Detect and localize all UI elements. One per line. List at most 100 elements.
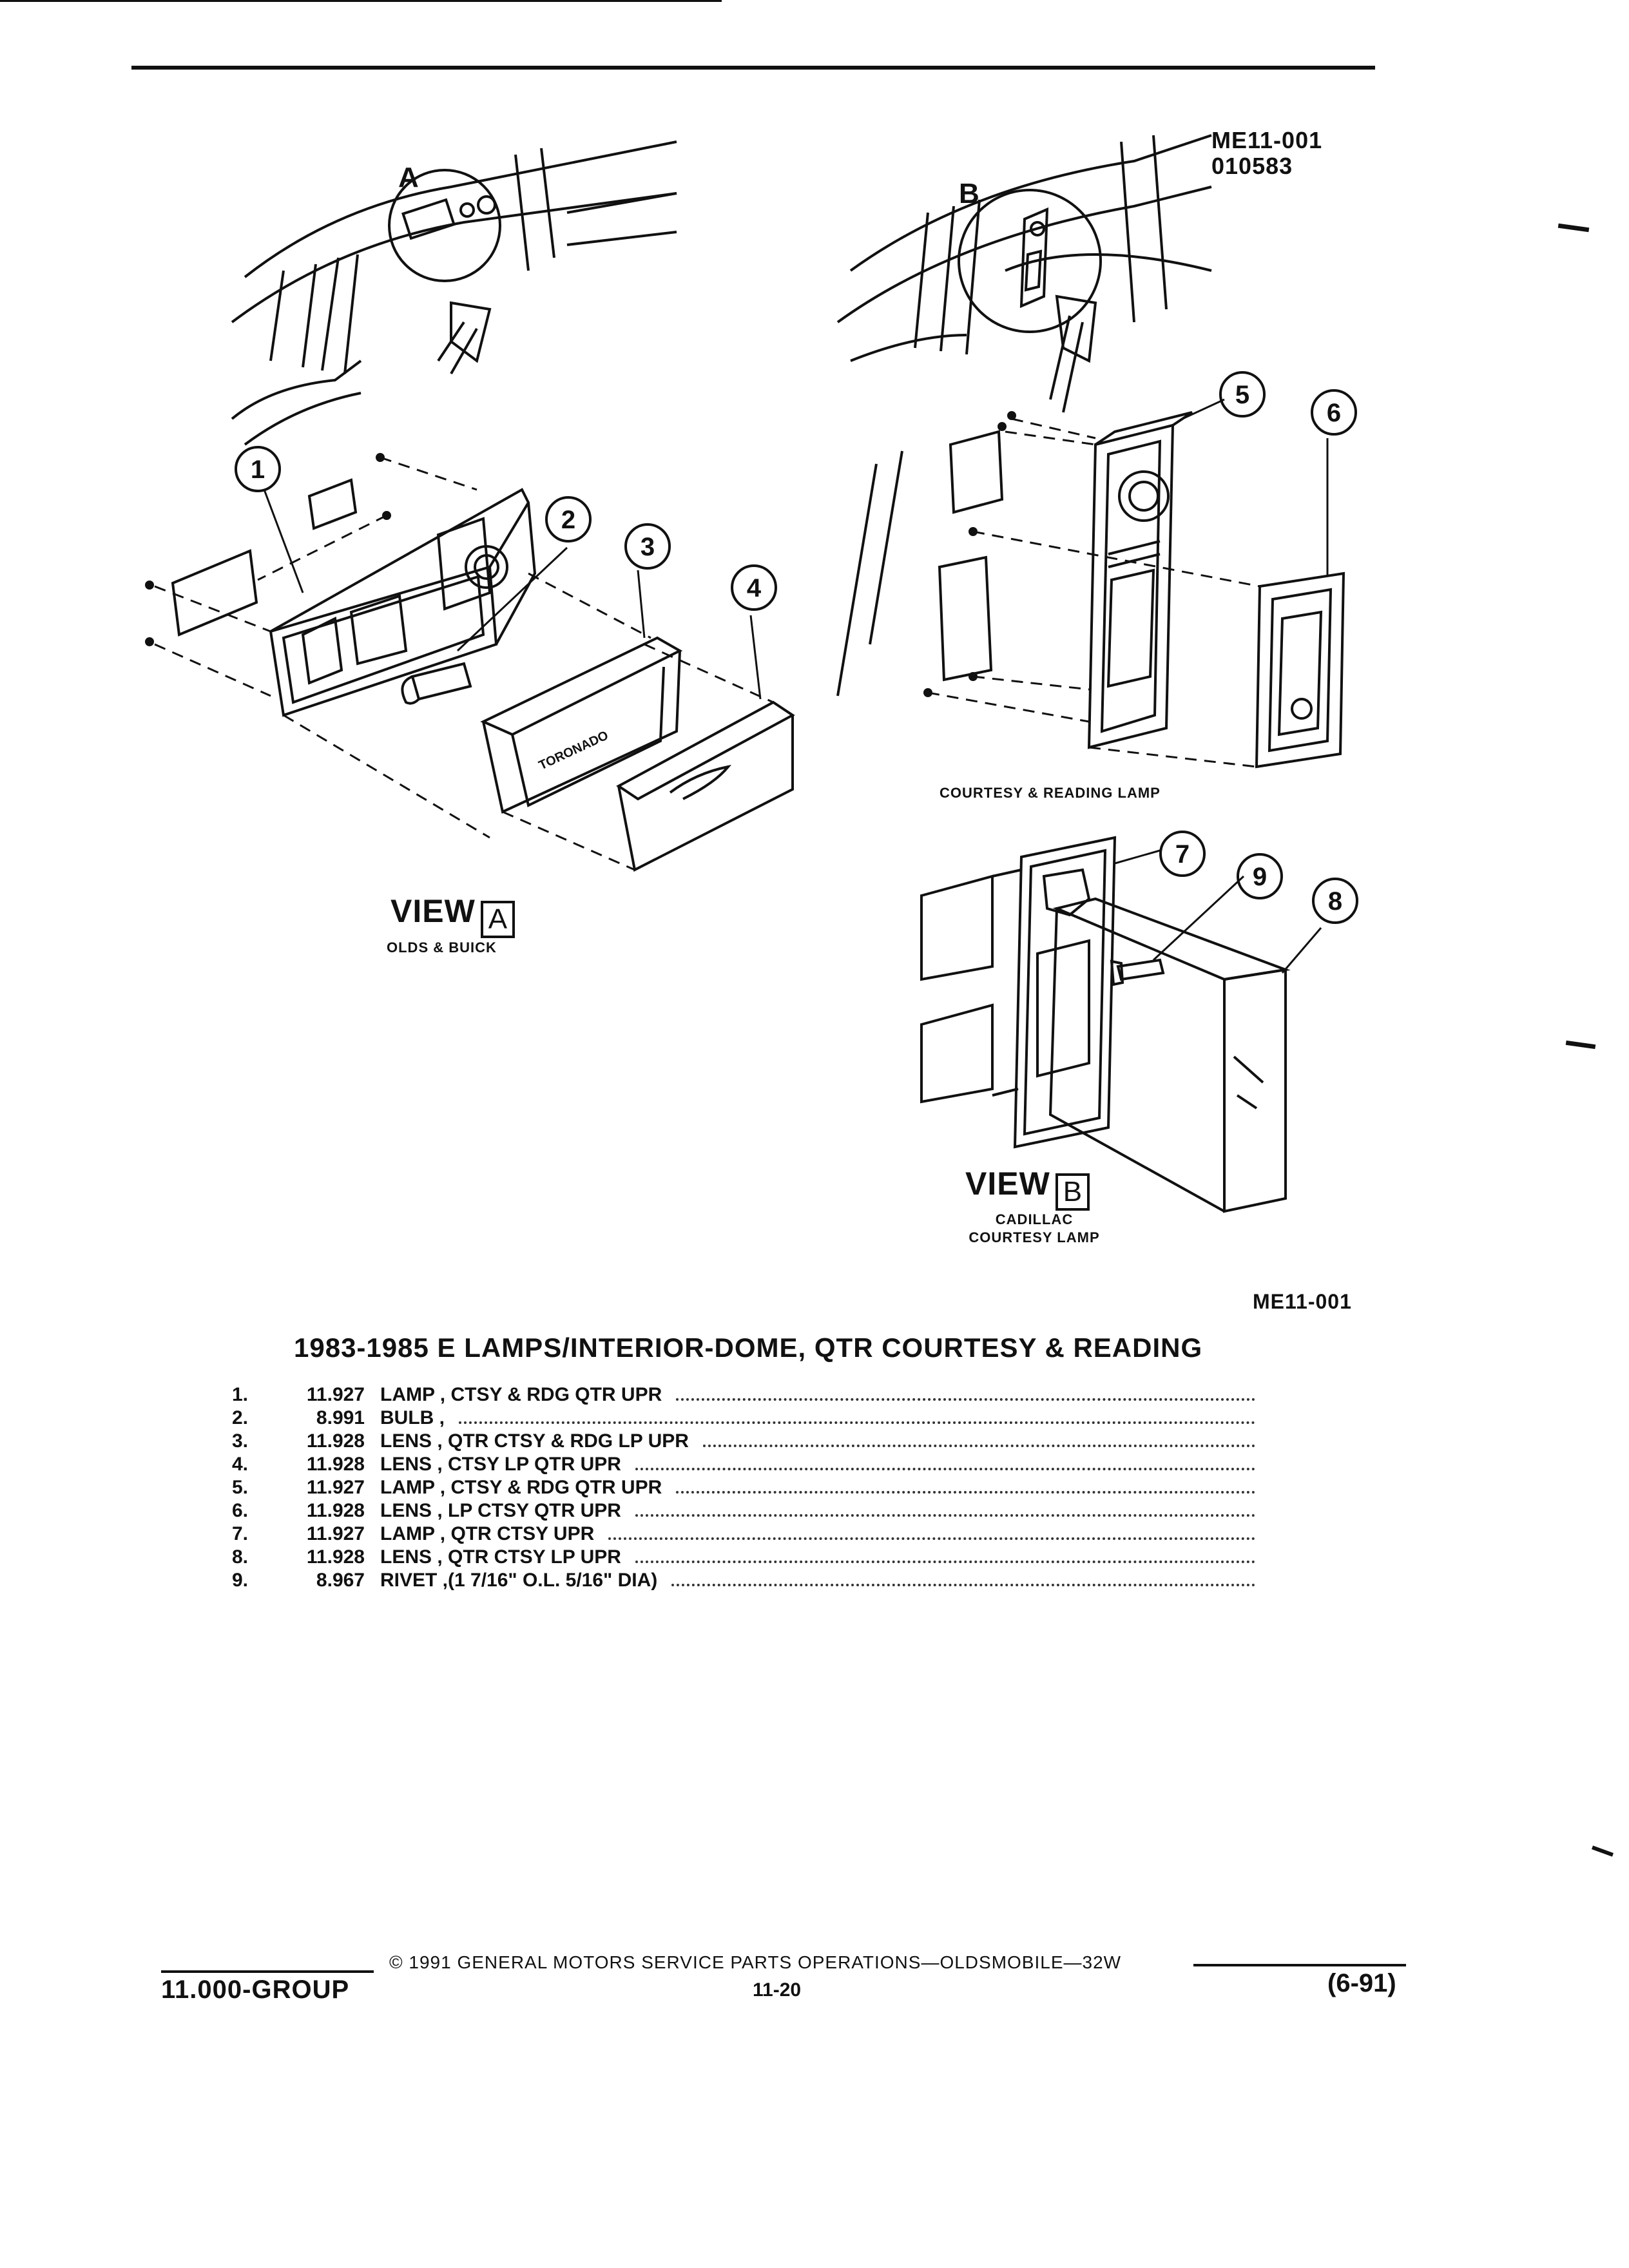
leader-dots	[702, 1445, 1255, 1447]
part-row: 7. 11.927 LAMP , QTR CTSY UPR	[232, 1523, 1263, 1546]
item-2-bulb	[401, 662, 472, 705]
courtesy-reading-caption: COURTESY & READING LAMP	[940, 785, 1161, 801]
part-group: 11.928	[306, 1500, 365, 1521]
leader-dots	[676, 1398, 1255, 1401]
part-description: BULB ,	[380, 1407, 445, 1428]
part-number: 5.	[232, 1477, 249, 1498]
item-4-lens	[616, 700, 795, 872]
part-number: 2.	[232, 1407, 249, 1428]
callout-3: 3	[641, 533, 655, 561]
part-row: 3. 11.928 LENS , QTR CTSY & RDG LP UPR	[232, 1430, 1263, 1454]
part-description: LAMP , CTSY & RDG QTR UPR	[380, 1384, 662, 1405]
leader-dots	[676, 1491, 1255, 1494]
callout-9: 9	[1253, 863, 1267, 891]
view-b-leader-lines	[927, 418, 1260, 768]
part-group: 8.991	[316, 1407, 365, 1428]
bottom-drawing-ref: ME11-001	[1253, 1290, 1352, 1313]
callout-letter-b: B	[959, 178, 979, 209]
part-row: 2. 8.991 BULB ,	[232, 1407, 1263, 1430]
leader-dots	[608, 1537, 1255, 1540]
view-a-word: VIEW	[390, 893, 476, 929]
footer-date: (6-91)	[1327, 1969, 1396, 1997]
leader-dots	[671, 1584, 1255, 1586]
view-b-gaskets	[938, 430, 1004, 682]
part-description: LAMP , CTSY & RDG QTR UPR	[380, 1477, 662, 1498]
callout-1: 1	[251, 456, 265, 484]
part-number: 8.	[232, 1546, 249, 1568]
part-number: 6.	[232, 1500, 249, 1521]
leader-dots	[635, 1561, 1255, 1563]
leader-dots	[635, 1468, 1255, 1470]
item-6-lens	[1255, 572, 1345, 769]
item-7-lamp-base	[920, 836, 1117, 1149]
callout-circle-a	[388, 169, 501, 282]
part-number: 9.	[232, 1570, 249, 1591]
part-description: LAMP , QTR CTSY UPR	[380, 1523, 595, 1544]
callout-letter-a: A	[398, 162, 419, 193]
callout-5: 5	[1235, 381, 1249, 409]
item-5-lamp-housing	[1087, 411, 1193, 749]
callout-7: 7	[1175, 840, 1190, 869]
part-row: 5. 11.927 LAMP , CTSY & RDG QTR UPR	[232, 1477, 1263, 1500]
top-edge-rule	[0, 0, 722, 2]
footer-group: 11.000-GROUP	[161, 1975, 350, 2004]
drawing-ref-code: ME11-001	[1211, 127, 1323, 153]
part-description: RIVET ,(1 7/16" O.L. 5/16" DIA)	[380, 1570, 658, 1591]
part-group: 11.928	[306, 1546, 365, 1568]
part-group: 11.927	[306, 1384, 365, 1405]
view-a-letter-box: A	[480, 900, 516, 938]
leader-dots	[635, 1514, 1255, 1517]
view-a-callout-leaders	[263, 489, 762, 700]
view-a-caption: OLDS & BUICK	[387, 939, 497, 956]
part-number: 3.	[232, 1430, 249, 1452]
item-1-lamp-housing	[269, 488, 537, 717]
callout-circle-b	[958, 189, 1102, 333]
part-row: 1. 11.927 LAMP , CTSY & RDG QTR UPR	[232, 1384, 1263, 1407]
part-row: 9. 8.967 RIVET ,(1 7/16" O.L. 5/16" DIA)	[232, 1570, 1263, 1593]
part-description: LENS , CTSY LP QTR UPR	[380, 1454, 621, 1475]
view-b-interior-context	[836, 134, 1212, 697]
part-group: 11.928	[306, 1430, 365, 1452]
part-group: 8.967	[316, 1570, 365, 1591]
footer-rule-left	[161, 1970, 374, 1973]
footer-page-number: 11-20	[753, 1979, 802, 2001]
leader-dots	[459, 1421, 1255, 1424]
view-b-caption-line2: COURTESY LAMP	[969, 1229, 1100, 1245]
part-number: 4.	[232, 1454, 249, 1475]
part-group: 11.927	[306, 1477, 365, 1498]
footer-copyright: © 1991 GENERAL MOTORS SERVICE PARTS OPER…	[389, 1952, 1122, 1972]
callout-6: 6	[1327, 399, 1341, 427]
part-number: 1.	[232, 1384, 249, 1405]
callout-4: 4	[747, 574, 762, 602]
part-group: 11.928	[306, 1454, 365, 1475]
part-group: 11.927	[306, 1523, 365, 1544]
lens-gaskets	[171, 478, 358, 637]
view-b-word: VIEW	[965, 1166, 1050, 1202]
part-callout-circles	[235, 371, 1358, 924]
callout-8: 8	[1328, 887, 1342, 916]
view-b-letter-box: B	[1055, 1173, 1090, 1211]
view-a-leader-lines	[154, 456, 774, 871]
drawing-date-code: 010583	[1211, 153, 1293, 179]
part-description: LENS , QTR CTSY & RDG LP UPR	[380, 1430, 689, 1452]
part-description: LENS , QTR CTSY LP UPR	[380, 1546, 621, 1568]
item-8-lens	[1048, 897, 1291, 1213]
item-3-lens: TORONADO	[480, 636, 683, 814]
header-rule	[131, 66, 1375, 70]
view-b-lower-leaders	[1114, 849, 1322, 974]
footer-rule-right	[1193, 1964, 1406, 1966]
part-number: 7.	[232, 1523, 249, 1544]
callout-2: 2	[561, 506, 575, 534]
view-b-caption-line1: CADILLAC	[995, 1211, 1074, 1227]
item-9-rivet	[1110, 958, 1165, 986]
section-title: 1983-1985 E LAMPS/INTERIOR-DOME, QTR COU…	[294, 1332, 1203, 1363]
view-b-callout-leaders	[1182, 398, 1329, 577]
view-a-interior-context	[231, 140, 677, 446]
part-row: 4. 11.928 LENS , CTSY LP QTR UPR	[232, 1454, 1263, 1477]
part-row: 8. 11.928 LENS , QTR CTSY LP UPR	[232, 1546, 1263, 1570]
